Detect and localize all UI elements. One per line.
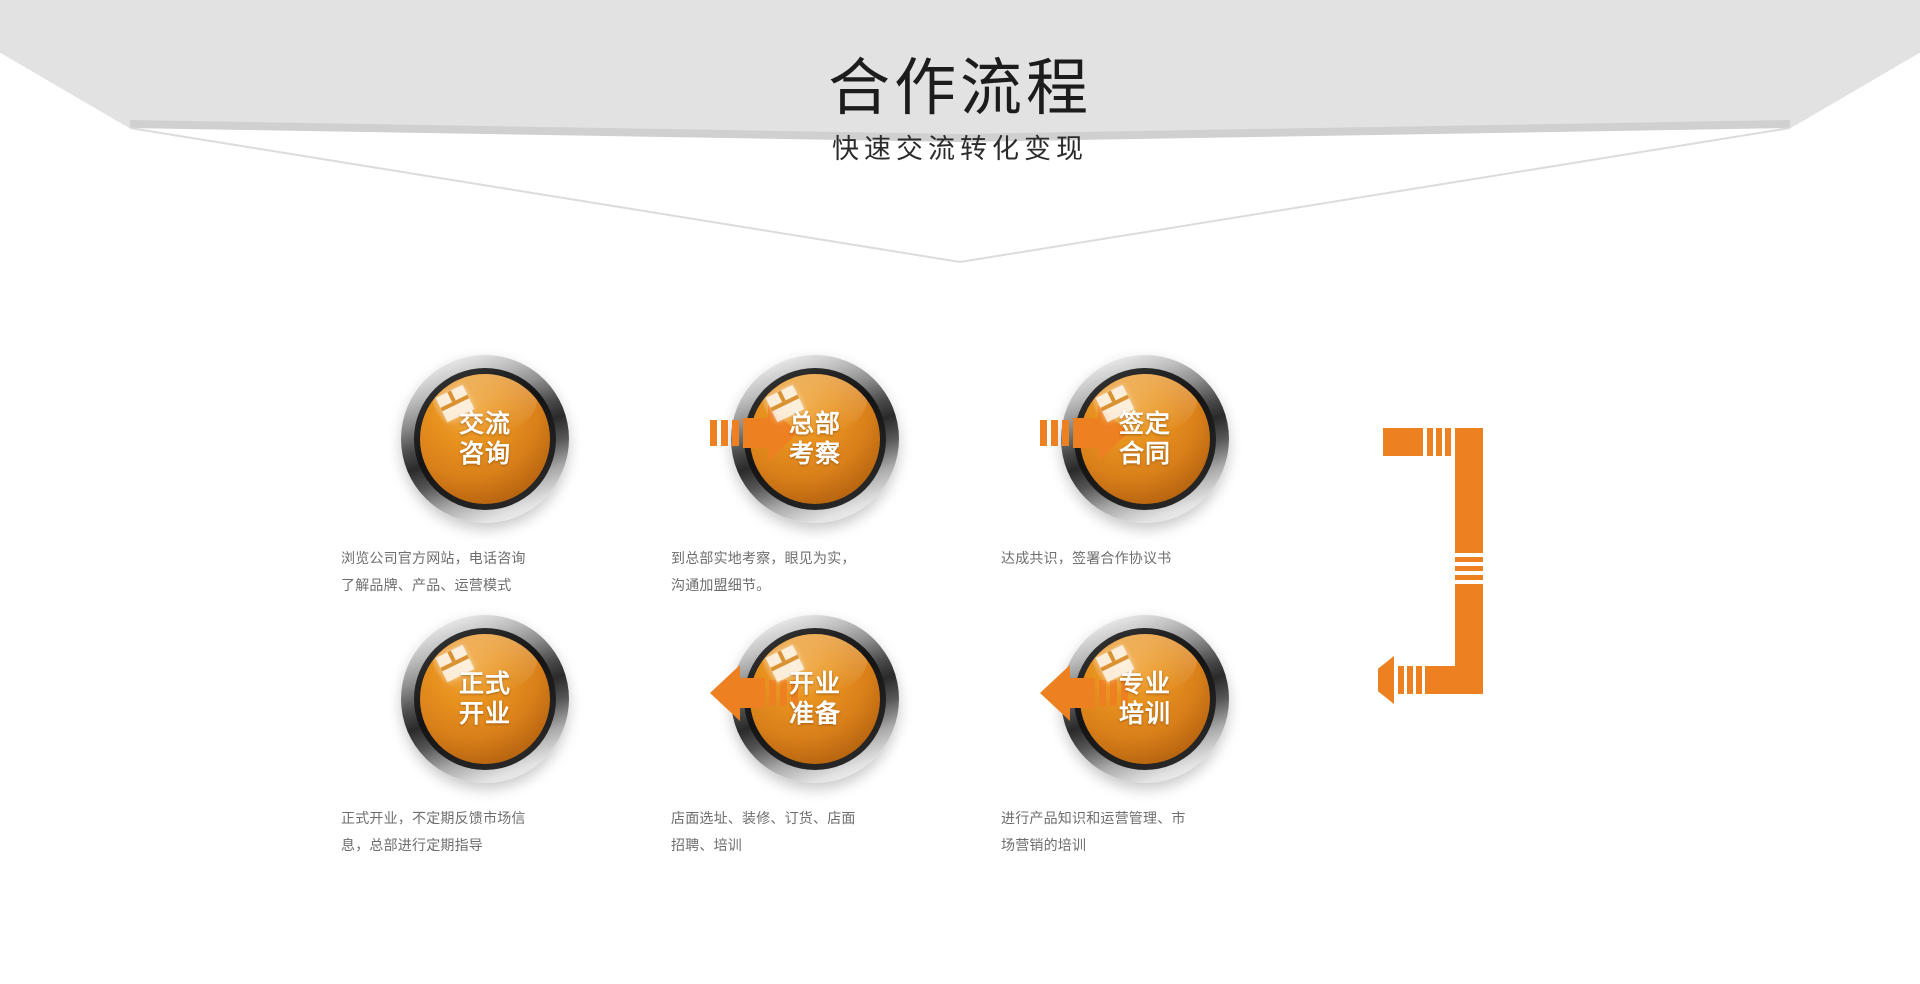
page-title: 合作流程 [827, 54, 1092, 123]
flow-step-1-caption-line2: 了解品牌、产品、运营模式 [341, 577, 512, 593]
flow-step-6-caption-line2: 息，总部进行定期指导 [341, 837, 483, 853]
flow-step-5-caption: 店面选址、装修、订货、店面 招聘、培训 [665, 805, 965, 859]
flow-step-2-caption-line1: 到总部实地考察，眼见为实， [671, 550, 856, 566]
arrow-left-icon [1040, 665, 1128, 721]
flow-step-5-label: 开业 准备 [789, 669, 841, 729]
flow-step-4-caption-line2: 场营销的培训 [1001, 837, 1087, 853]
flow-step-2[interactable]: 总部 考察 到总部实地考察，眼见为实， 沟通加盟细节。 [665, 355, 965, 599]
flow-step-3-label-line2: 合同 [1118, 440, 1171, 468]
flow-step-6-button[interactable]: 正式 开业 [401, 615, 569, 783]
flow-step-1-caption-line1: 浏览公司官方网站，电话咨询 [341, 550, 526, 566]
flow-step-3-button[interactable]: 签定 合同 [1061, 355, 1229, 523]
flow-step-2-caption: 到总部实地考察，眼见为实， 沟通加盟细节。 [665, 545, 965, 599]
flow-step-5-caption-line2: 招聘、培训 [671, 837, 742, 853]
arrow-right-icon [710, 405, 798, 461]
flow-step-4-caption-line1: 进行产品知识和运营管理、市 [1001, 810, 1186, 826]
flow-step-1-label: 交流 咨询 [459, 409, 511, 469]
flow-step-6-label-line2: 开业 [458, 700, 511, 728]
flow-step-2-caption-line2: 沟通加盟细节。 [671, 577, 771, 593]
flow-step-5[interactable]: 开业 准备 店面选址、装修、订货、店面 招聘、培训 [665, 615, 965, 859]
flow-step-5-label-line1: 开业 [788, 670, 841, 698]
flow-step-5-label-line2: 准备 [788, 700, 841, 728]
flow-step-6-caption: 正式开业，不定期反馈市场信 息，总部进行定期指导 [335, 805, 635, 859]
flow-step-3-caption-line1: 达成共识，签署合作协议书 [1001, 550, 1172, 566]
arrow-step5-to-step6 [710, 665, 810, 725]
flow-step-1-label-line2: 咨询 [458, 440, 511, 468]
arrow-step2-to-step3 [1040, 405, 1140, 465]
flow-step-2-label-line2: 考察 [788, 440, 841, 468]
flow-step-4-caption: 进行产品知识和运营管理、市 场营销的培训 [995, 805, 1295, 859]
flow-step-3-caption: 达成共识，签署合作协议书 [995, 545, 1295, 572]
arrow-left-icon [710, 665, 798, 721]
arrow-right-icon [1040, 405, 1128, 461]
flow-step-6[interactable]: 正式 开业 正式开业，不定期反馈市场信 息，总部进行定期指导 [335, 615, 635, 859]
flow-step-4-label-line2: 培训 [1118, 700, 1171, 728]
arrow-step3-to-step4 [1378, 408, 1508, 728]
arrow-step4-to-step5 [1040, 665, 1140, 725]
flow-step-6-label-line1: 正式 [458, 670, 511, 698]
flow-step-3-button-face: 签定 合同 [1080, 374, 1210, 504]
flow-step-1[interactable]: 交流 咨询 浏览公司官方网站，电话咨询 了解品牌、产品、运营模式 [335, 355, 635, 599]
flow-step-6-button-face: 正式 开业 [420, 634, 550, 764]
flow-step-1-circle-wrap: 交流 咨询 [335, 355, 635, 523]
flow-step-4-label-line1: 专业 [1118, 670, 1171, 698]
flow-step-3-label-line1: 签定 [1118, 410, 1171, 438]
flow-step-1-label-line1: 交流 [458, 410, 511, 438]
flow-step-6-label: 正式 开业 [459, 669, 511, 729]
arrow-wrap-down-left-icon [1378, 428, 1483, 704]
flow-step-1-button-face: 交流 咨询 [420, 374, 550, 504]
flow-step-3-circle-wrap: 签定 合同 [995, 355, 1295, 523]
flow-step-5-caption-line1: 店面选址、装修、订货、店面 [671, 810, 856, 826]
arrow-step1-to-step2 [710, 405, 810, 465]
flow-step-3[interactable]: 签定 合同 达成共识，签署合作协议书 [995, 355, 1295, 572]
flow-step-3-label: 签定 合同 [1119, 409, 1171, 469]
flow-step-4[interactable]: 专业 培训 进行产品知识和运营管理、市 场营销的培训 [995, 615, 1295, 859]
page-subtitle: 快速交流转化变现 [832, 134, 1088, 164]
flow-step-6-caption-line1: 正式开业，不定期反馈市场信 [341, 810, 526, 826]
flow-step-1-caption: 浏览公司官方网站，电话咨询 了解品牌、产品、运营模式 [335, 545, 635, 599]
flow-step-1-button[interactable]: 交流 咨询 [401, 355, 569, 523]
flow-step-2-label: 总部 考察 [789, 409, 841, 469]
page-title-block: 合作流程 快速交流转化变现 [0, 52, 1920, 168]
flow-step-4-label: 专业 培训 [1119, 669, 1171, 729]
flow-step-6-circle-wrap: 正式 开业 [335, 615, 635, 783]
flow-step-2-label-line1: 总部 [788, 410, 841, 438]
